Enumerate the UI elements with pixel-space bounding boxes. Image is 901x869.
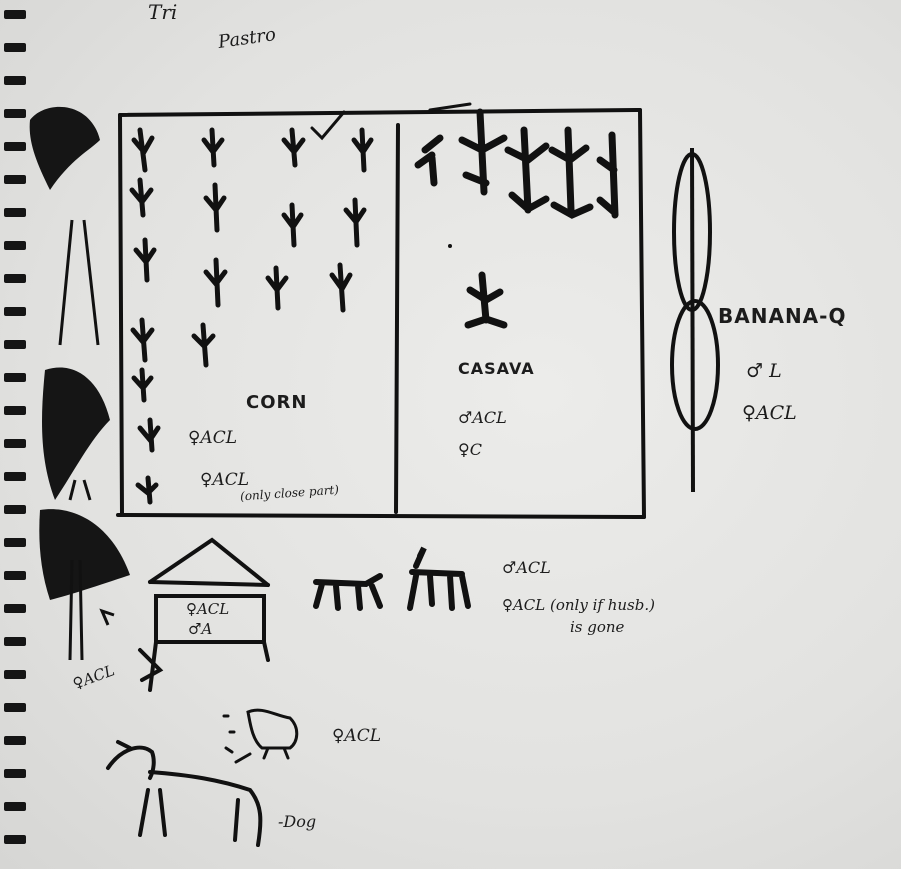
cattle-note-3: is gone <box>570 618 624 636</box>
banana-note-2: ♀ACL <box>742 402 797 424</box>
house-note-1: ♀ACL <box>186 600 229 618</box>
house-note-2: ♂A <box>188 620 212 638</box>
banana-label: BANANA-Q <box>718 304 846 328</box>
poultry-note: ♀ACL <box>332 726 381 746</box>
corn-note-1: ♀ACL <box>188 428 237 448</box>
cattle-note-1: ♂ACL <box>502 558 551 577</box>
casava-note-2: ♀C <box>458 440 482 459</box>
casava-note-1: ♂ACL <box>458 408 507 427</box>
dog-label: -Dog <box>278 812 316 831</box>
corn-note-2: ♀ACL <box>200 470 249 490</box>
cattle-note-2: ♀ACL (only if husb.) <box>502 596 655 614</box>
top-scribble: Tri <box>148 0 177 24</box>
corn-label: CORN <box>246 392 307 413</box>
banana-note-1: ♂ L <box>746 360 782 382</box>
casava-label: CASAVA <box>458 359 535 378</box>
